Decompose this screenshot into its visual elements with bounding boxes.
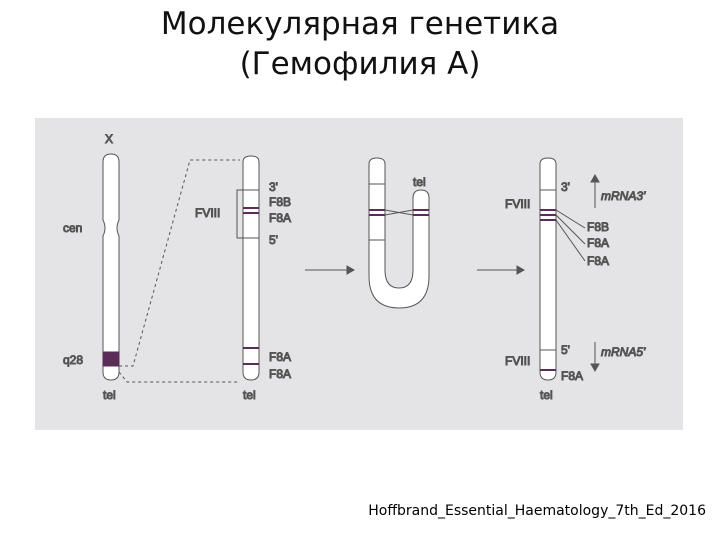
arrow-1: [305, 265, 356, 275]
zoom-lines: [118, 159, 240, 383]
fviii-bottom-label: FVIII: [505, 354, 530, 368]
zoom-line-bottom: [118, 371, 240, 383]
inverted-chromosome: FVIII 3' F8B F8A F8A mRNA3' FVIII 5' mRN…: [505, 157, 647, 403]
arrow-2: [477, 265, 526, 275]
tel-label-2: tel: [243, 388, 256, 402]
label-f8a-right-2: F8A: [587, 254, 609, 268]
tel-label-3: tel: [413, 175, 426, 189]
recombination-cross: [384, 209, 414, 216]
label-5prime-bottom: 5': [561, 343, 570, 357]
folded-chromosome: tel: [368, 157, 430, 309]
q28-label: q28: [63, 353, 83, 367]
arrow-head: [346, 265, 356, 275]
x-label: X: [105, 132, 113, 146]
tel-label-1: tel: [103, 388, 116, 402]
arrow-head: [516, 265, 526, 275]
q28-band: [102, 351, 120, 367]
label-f8a-bottom: F8A: [561, 369, 583, 383]
gene-region: FVIII 3' F8B F8A 5' F8A F8A tel: [195, 155, 292, 403]
u-shape: [368, 157, 430, 309]
label-f8b: F8B: [269, 195, 291, 209]
inverted-body: [539, 157, 557, 381]
label-f8a-right-1: F8A: [587, 236, 609, 250]
hemophilia-inversion-figure: X cen q28 tel FV: [35, 118, 683, 430]
title-line-1: Молекулярная генетика: [160, 6, 560, 42]
slide-title: Молекулярная генетика (Гемофилия А): [0, 0, 720, 84]
zoom-line-top: [119, 159, 240, 367]
fviii-label: FVIII: [195, 206, 220, 220]
label-f8a: F8A: [269, 211, 291, 225]
mrna3-label: mRNA3': [601, 189, 646, 203]
label-f8b-right: F8B: [587, 220, 609, 234]
x-chromosome: X cen q28 tel: [63, 132, 120, 403]
mrna5-arrowhead: [590, 363, 600, 373]
source-credit: Hoffbrand_Essential_Haematology_7th_Ed_2…: [368, 503, 706, 519]
fviii-bracket: [236, 189, 243, 239]
fan-lines: [555, 209, 586, 262]
tel-label-4: tel: [540, 388, 553, 402]
fviii-top-label: FVIII: [505, 197, 530, 211]
cen-label: cen: [63, 221, 82, 235]
label-3prime: 3': [269, 180, 278, 194]
chromosome-body: [102, 153, 120, 381]
mrna3-arrowhead: [590, 173, 600, 183]
title-line-2: (Гемофилия А): [239, 46, 481, 82]
label-f8a-bottom-1: F8A: [269, 350, 291, 364]
label-3prime-top: 3': [561, 180, 570, 194]
label-f8a-bottom-2: F8A: [269, 367, 291, 381]
mrna5-label: mRNA5': [601, 345, 646, 359]
inversion-diagram: X cen q28 tel FV: [63, 132, 647, 403]
label-5prime: 5': [269, 233, 278, 247]
